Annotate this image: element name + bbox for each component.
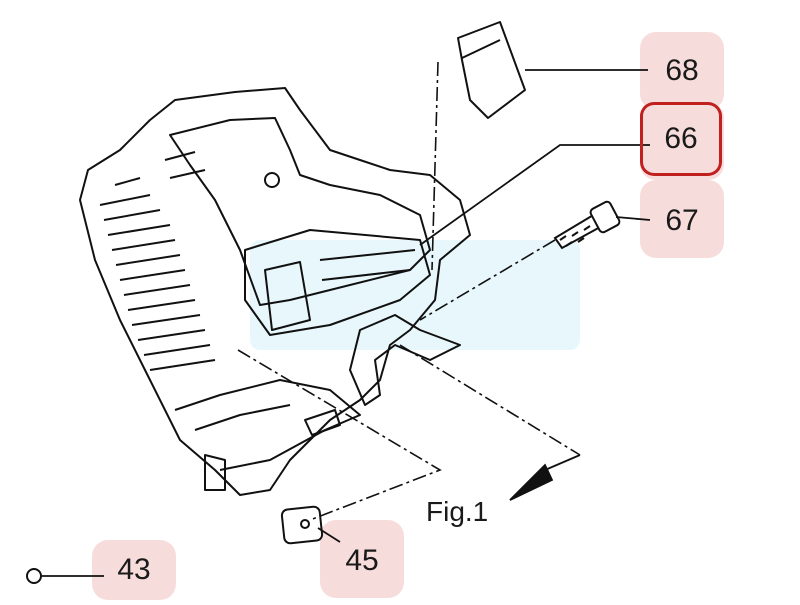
- callout-45[interactable]: 45: [320, 522, 404, 600]
- figure-label: Fig.1: [426, 496, 489, 527]
- leader-lines: [42, 69, 651, 577]
- part-68-pad: [457, 21, 526, 119]
- vent-slots: [99, 151, 216, 371]
- callout-68[interactable]: 68: [640, 32, 724, 110]
- callout-67[interactable]: 67: [640, 182, 724, 260]
- callout-66-label: 66: [664, 122, 698, 155]
- part-45-block: [280, 505, 324, 545]
- callout-45-label: 45: [345, 544, 379, 577]
- callout-68-label: 68: [665, 54, 699, 87]
- callout-backgrounds: [92, 32, 724, 600]
- cover-housing: [79, 87, 471, 496]
- fig-arrow: [509, 454, 581, 501]
- callout-43-label: 43: [117, 553, 151, 586]
- callout-66[interactable]: 66: [640, 102, 722, 176]
- watermark: [250, 240, 580, 350]
- assembly-lines: [237, 61, 581, 521]
- callout-43[interactable]: 43: [92, 540, 176, 600]
- callout-67-label: 67: [665, 204, 699, 237]
- part-67-screw: [553, 200, 621, 250]
- part-43-nut: [26, 568, 42, 584]
